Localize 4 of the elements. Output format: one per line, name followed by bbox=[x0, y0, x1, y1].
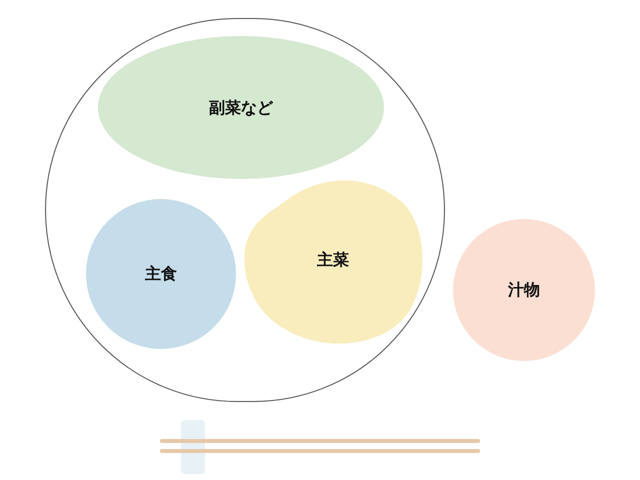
food-label: 汁物 bbox=[508, 279, 540, 301]
food-label: 主食 bbox=[145, 263, 177, 285]
food-label: 副菜など bbox=[209, 96, 273, 118]
food-label: 主菜 bbox=[317, 248, 349, 270]
